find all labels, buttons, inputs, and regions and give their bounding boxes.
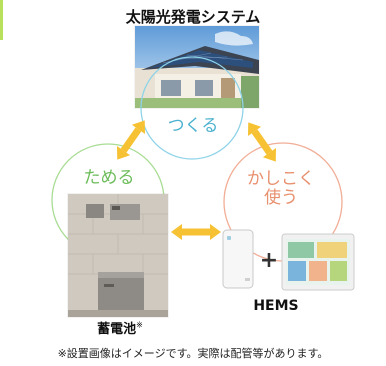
battery-caption-text: 蓄電池 <box>97 322 137 337</box>
plus-icon: + <box>259 248 279 273</box>
hems-monitor-photo <box>281 233 355 291</box>
battery-caption-mark: ※ <box>136 320 143 330</box>
solar-system-title: 太陽光発電システム <box>125 8 261 26</box>
use-label-line2: 使う <box>264 187 298 208</box>
hems-router-photo <box>221 228 255 290</box>
use-label: かしこく 使う <box>236 170 326 207</box>
battery-photo <box>68 194 168 317</box>
installation-footnote: ※設置画像はイメージです。実際は配管等があります。 <box>57 347 329 360</box>
store-label: ためる <box>83 168 135 188</box>
hems-caption: HEMS <box>253 298 299 314</box>
bidirectional-arrow-icon <box>116 120 277 240</box>
accent-bar <box>0 0 3 40</box>
generate-circle <box>140 56 244 160</box>
solar-house-photo <box>135 26 259 108</box>
generate-label: つくる <box>167 116 219 136</box>
battery-caption: 蓄電池※ <box>70 318 170 337</box>
use-label-line1: かしこく <box>247 169 315 189</box>
